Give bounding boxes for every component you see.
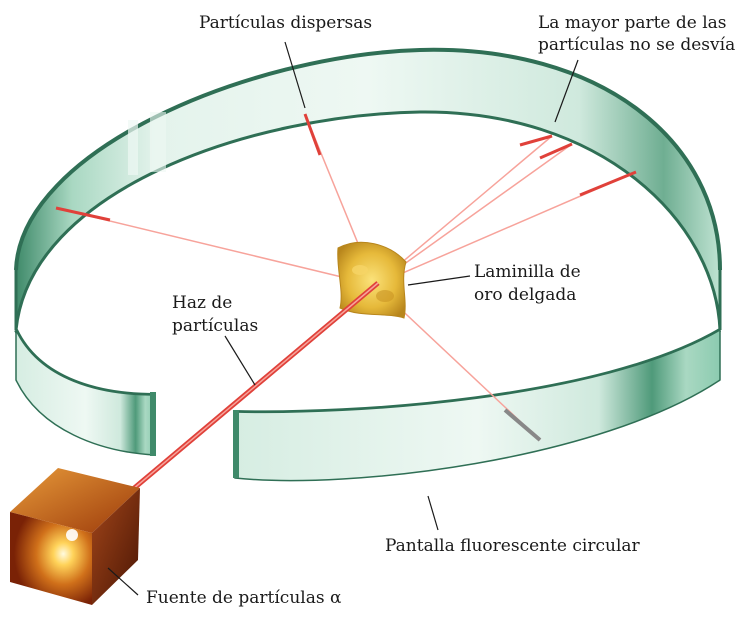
screen-gap-edge-left [150,392,156,456]
screen-front-right [234,328,721,482]
leader-lines [107,41,579,596]
alpha-source-cube [10,468,140,605]
label-foil-line1: Laminilla de [474,262,581,282]
label-fluorescent-screen: Pantalla fluorescente circular [385,536,641,556]
screen-gap-edge-right [233,410,239,478]
label-undeflected-line2: partículas no se desvía [538,35,735,55]
label-beam-line2: partículas [172,316,258,336]
label-scattered-particles: Partículas dispersas [199,13,372,33]
label-alpha-source: Fuente de partículas α [146,588,342,608]
foil-highlight [352,265,368,275]
incoming-beam-core [119,282,379,501]
label-beam-line1: Haz de [172,293,232,313]
label-foil-line2: oro delgada [474,285,576,305]
label-undeflected-line1: La mayor parte de las [538,13,727,33]
foil-shadow [376,290,394,302]
